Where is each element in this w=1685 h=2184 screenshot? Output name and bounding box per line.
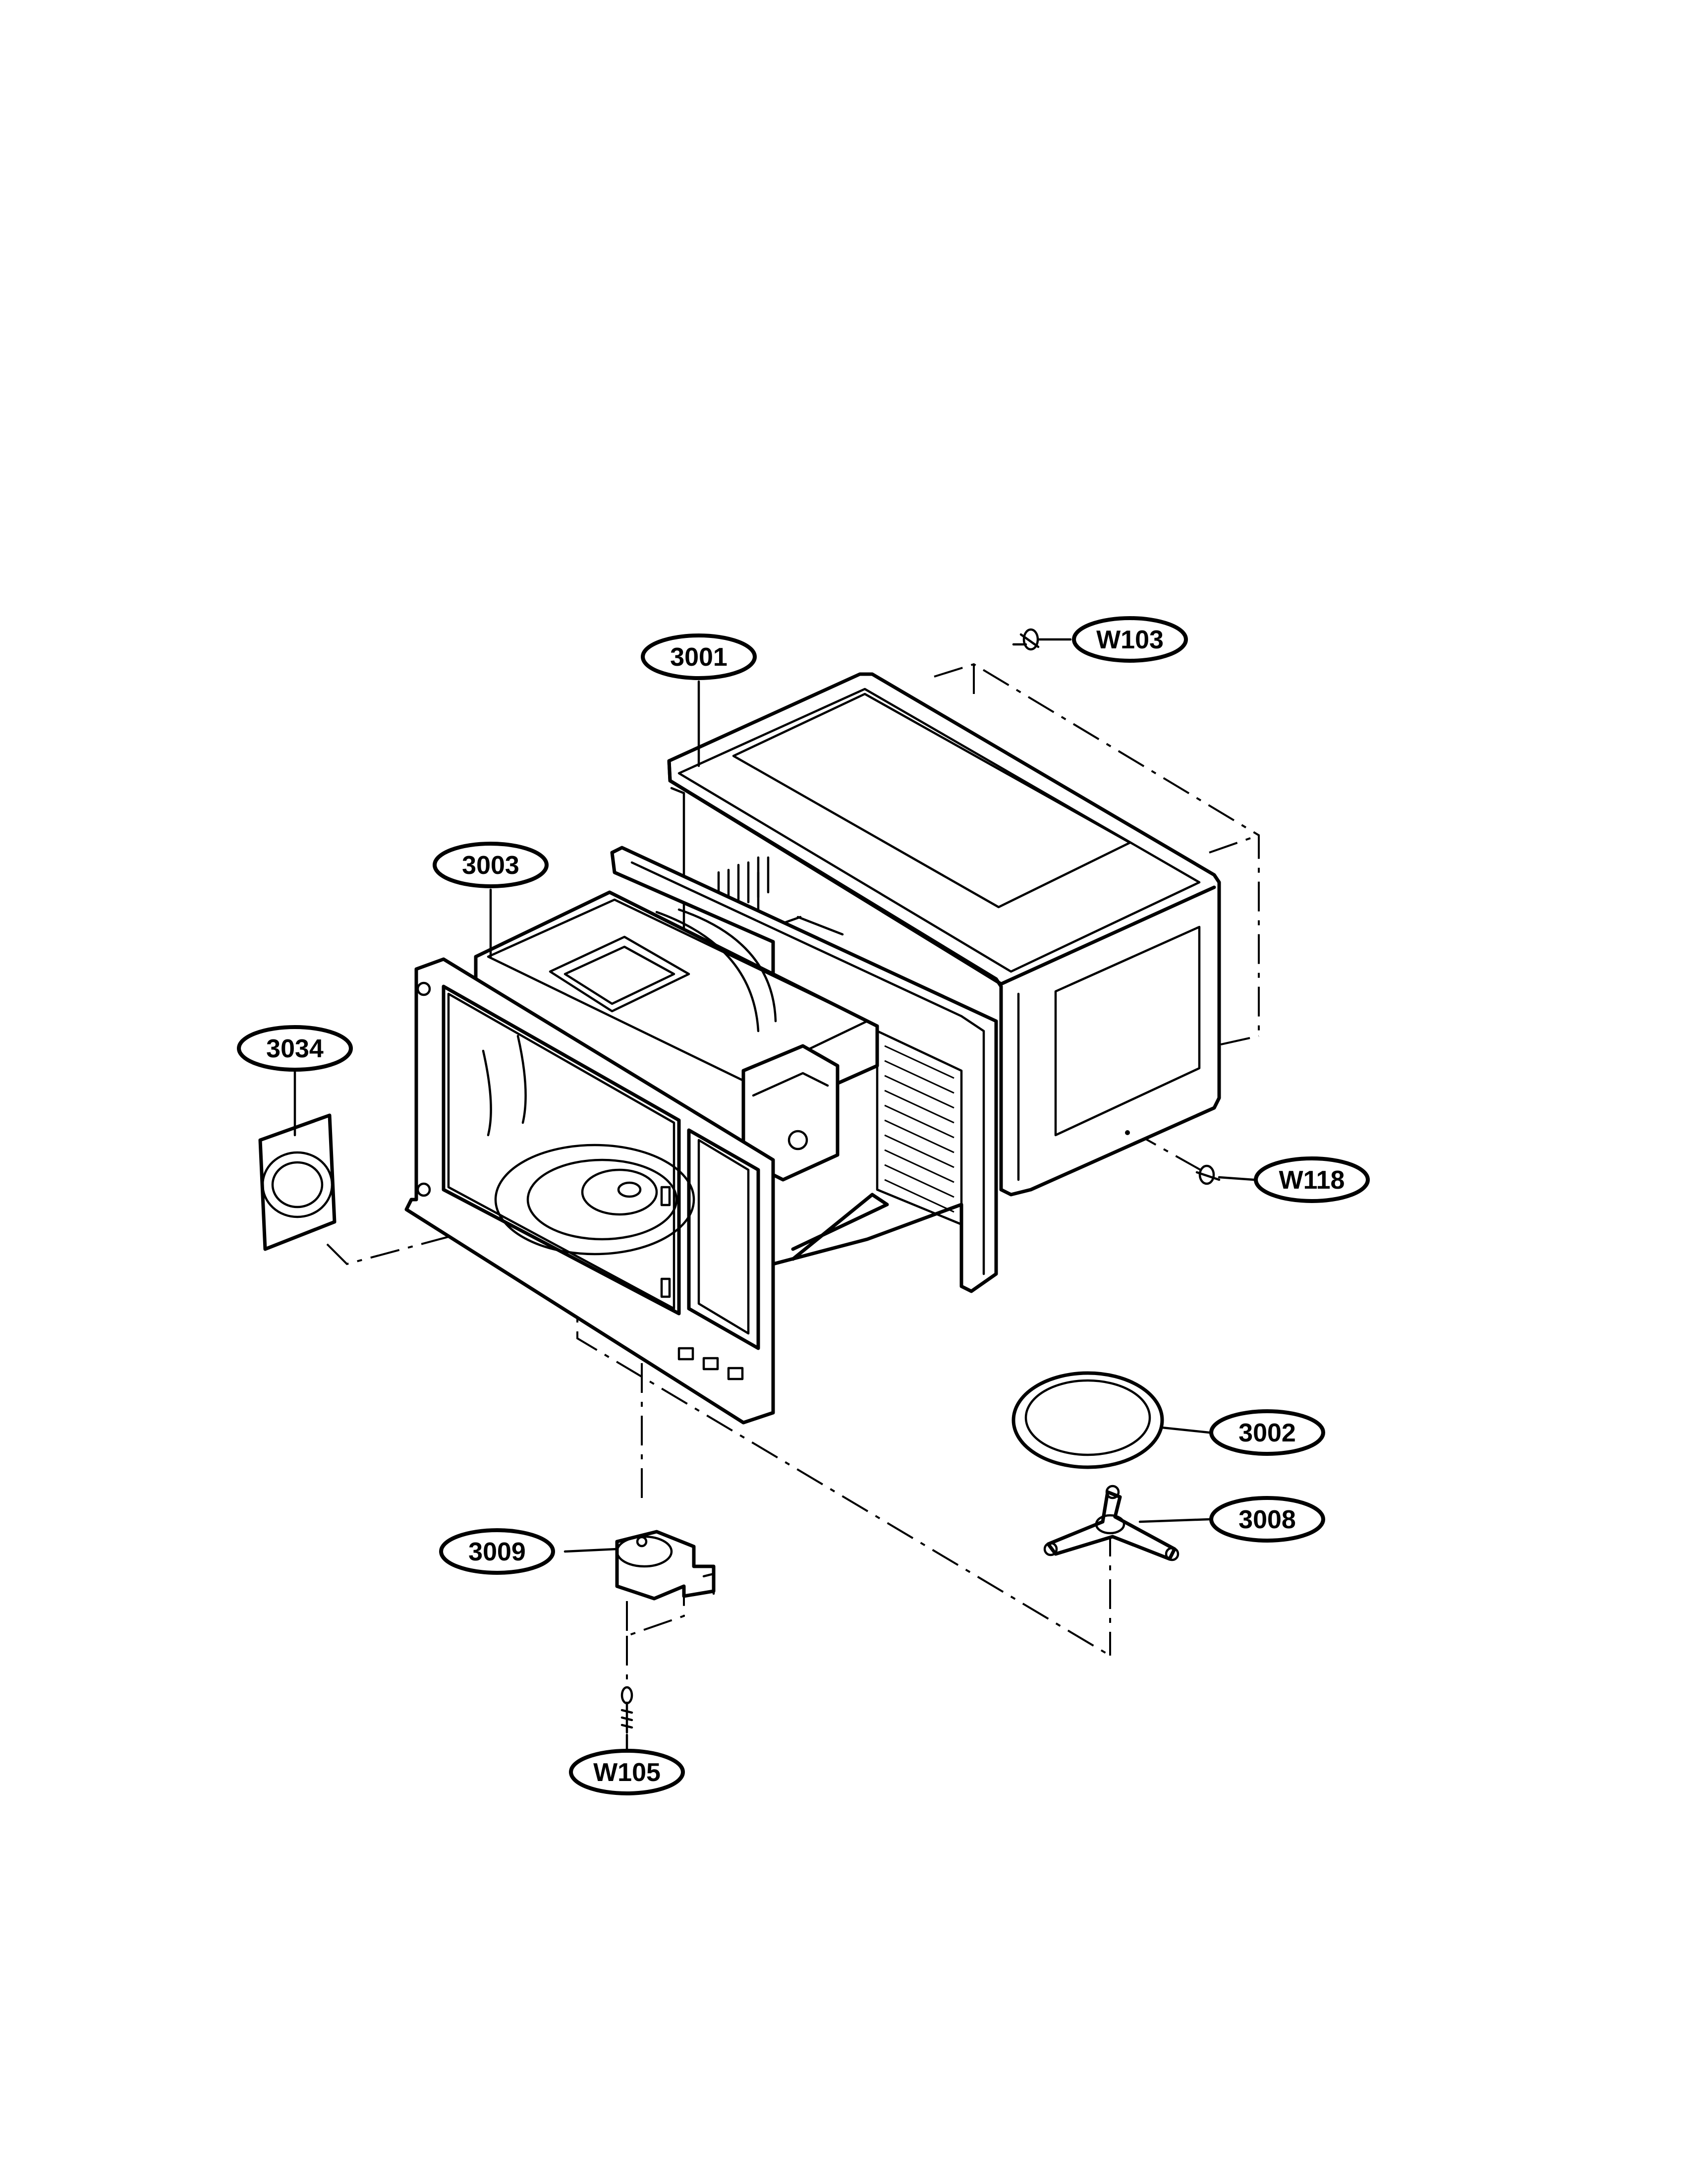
leader-lines bbox=[293, 638, 1255, 1761]
callout-label: W103 bbox=[1096, 626, 1164, 654]
callout-label: 3034 bbox=[266, 1035, 324, 1063]
callout-label: 3001 bbox=[670, 643, 728, 672]
screw-w103 bbox=[1012, 628, 1040, 651]
glass-tray bbox=[1011, 1371, 1164, 1469]
callout-label: W118 bbox=[1279, 1166, 1345, 1195]
back-panel-vents bbox=[876, 1030, 963, 1226]
outer-cabinet bbox=[667, 672, 1221, 1251]
callout-w103: W103 bbox=[1072, 616, 1188, 663]
front-frame bbox=[404, 957, 775, 1425]
callout-label: 3002 bbox=[1238, 1419, 1296, 1447]
callout-label: 3009 bbox=[468, 1538, 526, 1566]
callout-3034: 3034 bbox=[237, 1025, 353, 1072]
callout-3001: 3001 bbox=[641, 633, 757, 680]
cabinet-vents bbox=[717, 856, 770, 904]
callout-3008: 3008 bbox=[1209, 1496, 1325, 1543]
callout-w105: W105 bbox=[569, 1749, 685, 1795]
screw-w105 bbox=[620, 1686, 633, 1734]
waveguide-cover bbox=[258, 1113, 337, 1251]
callout-label: 3008 bbox=[1238, 1505, 1296, 1534]
callout-label: W105 bbox=[593, 1758, 661, 1787]
callout-3009: 3009 bbox=[439, 1528, 555, 1575]
screw-w118 bbox=[1195, 1164, 1221, 1185]
screws bbox=[620, 628, 1221, 1734]
interlock-switches bbox=[660, 1186, 744, 1380]
callout-w118: W118 bbox=[1254, 1156, 1370, 1203]
callout-label: 3003 bbox=[462, 851, 519, 880]
callout-3003: 3003 bbox=[433, 842, 549, 888]
roller-guide bbox=[1043, 1485, 1180, 1561]
callout-3002: 3002 bbox=[1209, 1409, 1325, 1456]
turntable-motor bbox=[615, 1530, 716, 1601]
cavity-turntable bbox=[494, 1144, 695, 1256]
